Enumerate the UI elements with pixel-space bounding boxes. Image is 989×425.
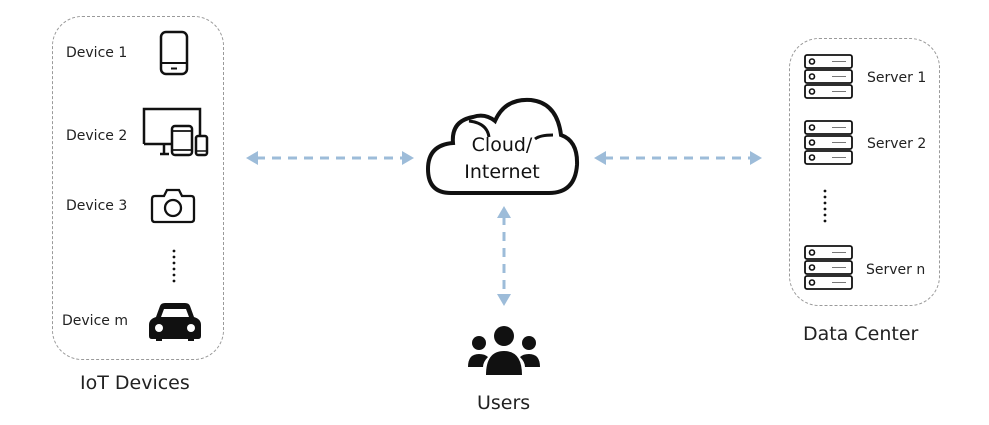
server-rack-icon xyxy=(804,120,853,165)
device-3-label: Device 3 xyxy=(66,198,128,214)
tablet-icon xyxy=(159,30,189,76)
device-1-label: Device 1 xyxy=(66,45,128,61)
cloud-label-line1: Cloud/ xyxy=(471,134,533,156)
users-caption: Users xyxy=(477,392,531,414)
server-ellipsis-icon xyxy=(823,189,827,223)
server-rack-icon xyxy=(804,245,853,290)
server-2-label: Server 2 xyxy=(867,136,927,152)
data-center-group xyxy=(789,38,940,306)
cloud-icon xyxy=(425,97,580,195)
arrow-cloud-datacenter xyxy=(594,151,762,165)
arrow-iot-cloud xyxy=(246,151,414,165)
device-m-label: Device m xyxy=(62,313,128,329)
multi-device-icon xyxy=(142,107,209,157)
data-center-caption: Data Center xyxy=(803,323,919,345)
cloud-label: Cloud/ Internet xyxy=(450,132,554,186)
server-1-label: Server 1 xyxy=(867,70,927,86)
device-ellipsis-icon xyxy=(172,249,176,283)
cloud-label-line2: Internet xyxy=(464,161,540,183)
device-2-label: Device 2 xyxy=(66,128,128,144)
arrow-cloud-users xyxy=(497,206,511,306)
camera-icon xyxy=(150,188,196,224)
iot-devices-caption: IoT Devices xyxy=(80,372,190,394)
car-icon xyxy=(149,303,201,341)
server-rack-icon xyxy=(804,54,853,99)
iot-devices-group xyxy=(52,16,224,360)
users-icon xyxy=(468,326,540,375)
server-n-label: Server n xyxy=(866,262,926,278)
